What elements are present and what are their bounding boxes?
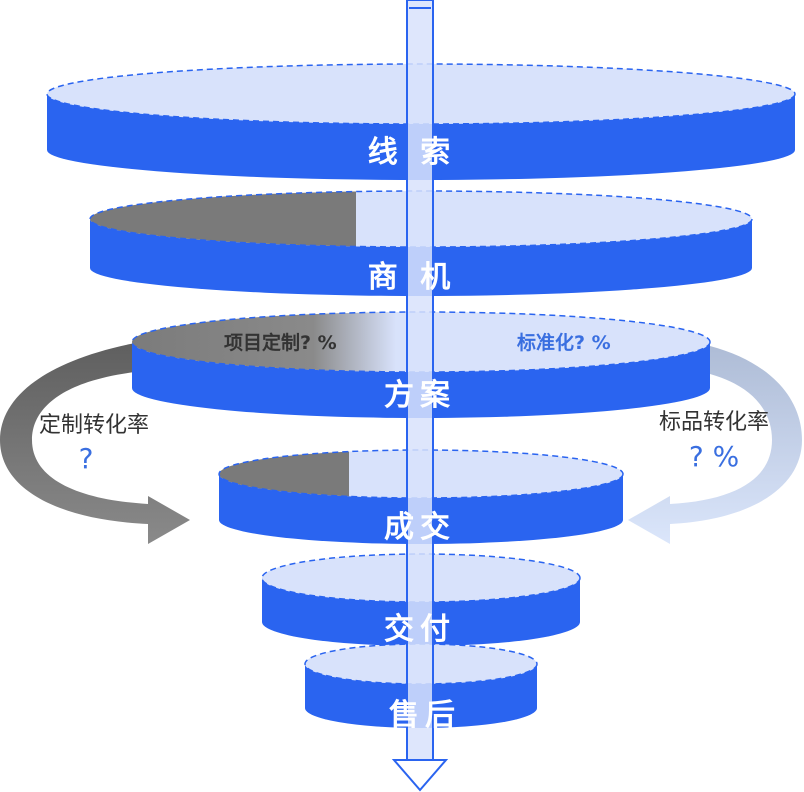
- stage-label-aftersales: 售后: [389, 698, 461, 733]
- custom-share-label: 项目定制? %: [224, 331, 337, 354]
- stage-label-deal: 成交: [384, 510, 456, 545]
- standard-conversion-value: ? %: [689, 440, 739, 473]
- left-conversion-arrow: [0, 343, 190, 544]
- stage-label-proposal: 方案: [384, 378, 456, 413]
- standard-conversion-title: 标品转化率: [659, 410, 769, 435]
- stage-label-delivery: 交付: [384, 612, 456, 647]
- stage-label-opportunity: 商 机: [368, 260, 456, 295]
- custom-conversion-title: 定制转化率: [39, 413, 149, 438]
- standard-share-label: 标准化? %: [517, 331, 611, 354]
- right-conversion-arrow: [628, 346, 802, 544]
- stage-label-leads: 线 索: [368, 135, 456, 170]
- custom-conversion-value: ?: [79, 442, 94, 475]
- flow-down-arrow: [391, 0, 449, 792]
